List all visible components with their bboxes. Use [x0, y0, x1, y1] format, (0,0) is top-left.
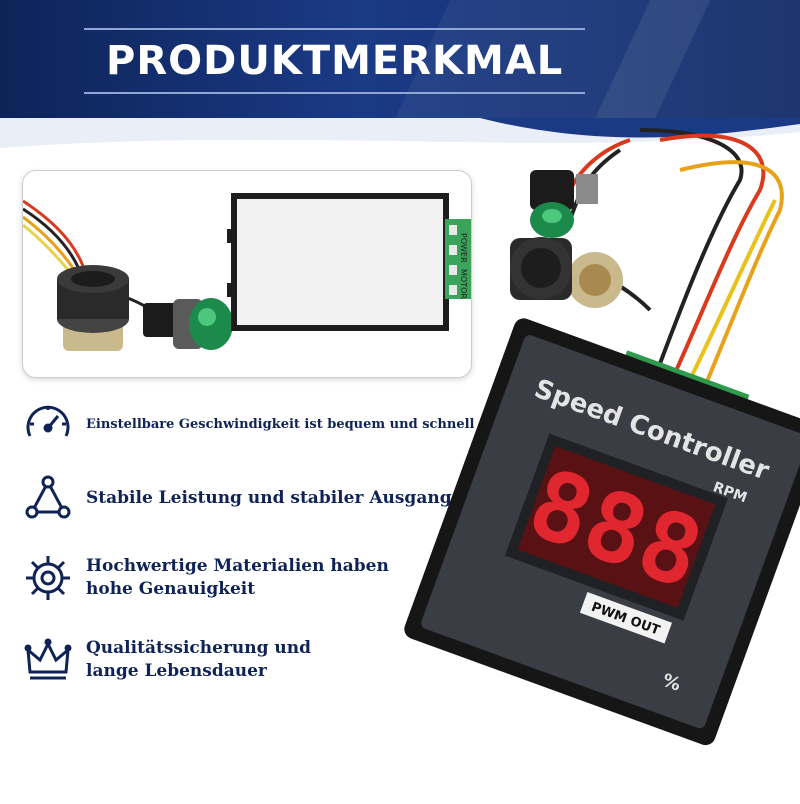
gear-icon — [20, 550, 76, 606]
title-frame: PRODUKTMERKMAL — [84, 28, 586, 94]
feature-item: Qualitätssicherung und lange Lebensdauer — [20, 632, 311, 688]
crown-icon — [20, 632, 76, 688]
controller-back — [227, 193, 471, 331]
terminal-label-power: POWER — [459, 233, 468, 263]
feature-text: Stabile Leistung und stabiler Ausgang — [86, 487, 452, 508]
terminal-label-motor: MOTOR — [459, 269, 468, 299]
feature-text: Hochwertige Materialien haben hohe Genau… — [86, 555, 389, 601]
feature-item: Einstellbare Geschwindigkeit ist bequem … — [20, 396, 474, 452]
controller-body: 888 PWM OUT Speed Controller RPM % — [404, 318, 800, 746]
feature-text: Einstellbare Geschwindigkeit ist bequem … — [86, 416, 475, 432]
feature-item: Hochwertige Materialien haben hohe Genau… — [20, 550, 389, 606]
feature-item: Stabile Leistung und stabiler Ausgang — [20, 470, 452, 526]
potentiometer-icon — [510, 237, 623, 308]
knob-icon — [57, 265, 129, 351]
push-button-icon — [530, 170, 598, 238]
feature-text-line: Qualitätssicherung und — [86, 638, 312, 658]
feature-text-line: lange Lebensdauer — [86, 661, 267, 681]
feature-text-line: Hochwertige Materialien haben — [86, 556, 389, 576]
speedometer-icon — [20, 396, 76, 452]
push-button-icon — [143, 298, 233, 350]
page-title: PRODUKTMERKMAL — [106, 38, 564, 84]
feature-text: Qualitätssicherung und lange Lebensdauer — [86, 637, 311, 683]
feature-text-line: hohe Genauigkeit — [86, 579, 256, 599]
header-banner: PRODUKTMERKMAL — [0, 0, 800, 118]
speed-controller-image: 888 PWM OUT Speed Controller RPM % — [380, 110, 800, 800]
network-triangle-icon — [20, 470, 76, 526]
product-thumbnail: POWER MOTOR — [22, 170, 472, 378]
